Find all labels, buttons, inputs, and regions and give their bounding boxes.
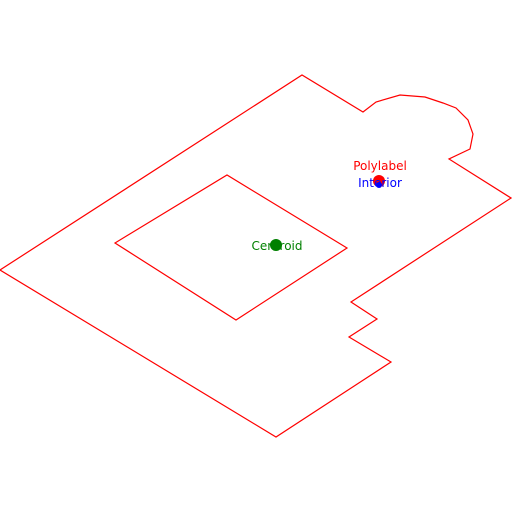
interior-label: Interior [358,176,402,190]
interior-marker [376,182,382,188]
centroid-marker [270,239,282,251]
polylabel-label: Polylabel [353,159,407,173]
polygon-with-hole [0,74,512,438]
centroid-label: Centroid [251,239,302,253]
polylabel-marker [373,175,385,187]
